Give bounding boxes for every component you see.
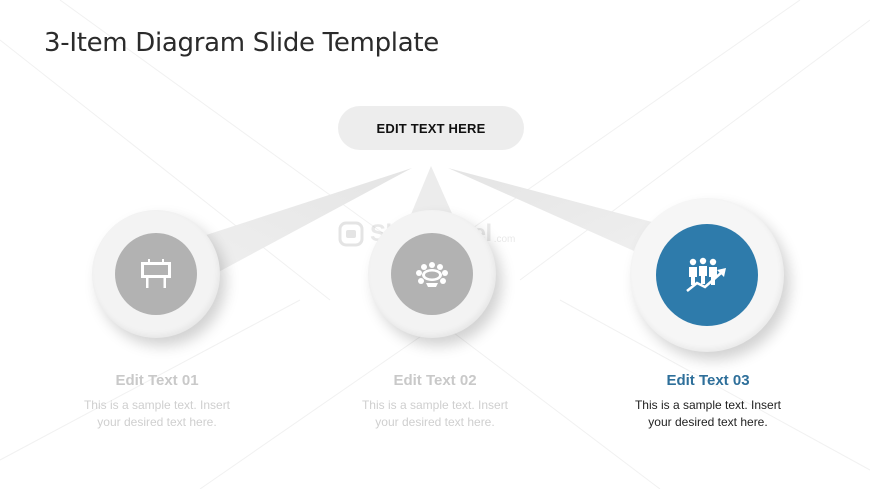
item-1-circle[interactable] (92, 210, 220, 338)
item-1-description: This is a sample text. Insert your desir… (57, 397, 257, 431)
watermark-logo-icon (338, 221, 364, 247)
item-3-description-line1: This is a sample text. Insert (634, 398, 782, 412)
watermark-domain: .com (493, 233, 516, 245)
slide-title: 3-Item Diagram Slide Template (44, 28, 439, 58)
center-label: EDIT TEXT HERE (376, 120, 486, 136)
team-growth-icon (686, 257, 726, 293)
item-2-circle[interactable] (368, 210, 496, 338)
item-3-circle[interactable] (630, 198, 784, 352)
meeting-table-icon (416, 262, 448, 287)
item-2-title: Edit Text 02 (393, 372, 477, 389)
item-3-description-line2: your desired text here. (648, 415, 768, 429)
item-1-description-line2: your desired text here. (97, 415, 217, 429)
beam-left (160, 168, 412, 290)
item-3-icon-disc (656, 224, 758, 326)
item-1-icon-disc (115, 233, 197, 315)
item-2-description: This is a sample text. Insert your desir… (335, 397, 535, 431)
billboard-icon (141, 259, 171, 288)
item-2-icon-disc (391, 233, 473, 315)
center-label-pill[interactable]: EDIT TEXT HERE (338, 106, 524, 150)
item-3-title: Edit Text 03 (666, 372, 750, 389)
item-1-title: Edit Text 01 (115, 372, 199, 389)
item-2-description-line2: your desired text here. (375, 415, 495, 429)
item-2-description-line1: This is a sample text. Insert (361, 398, 509, 412)
item-1-description-line1: This is a sample text. Insert (83, 398, 231, 412)
item-3-description: This is a sample text. Insert your desir… (608, 397, 808, 431)
beam-right (448, 168, 690, 268)
